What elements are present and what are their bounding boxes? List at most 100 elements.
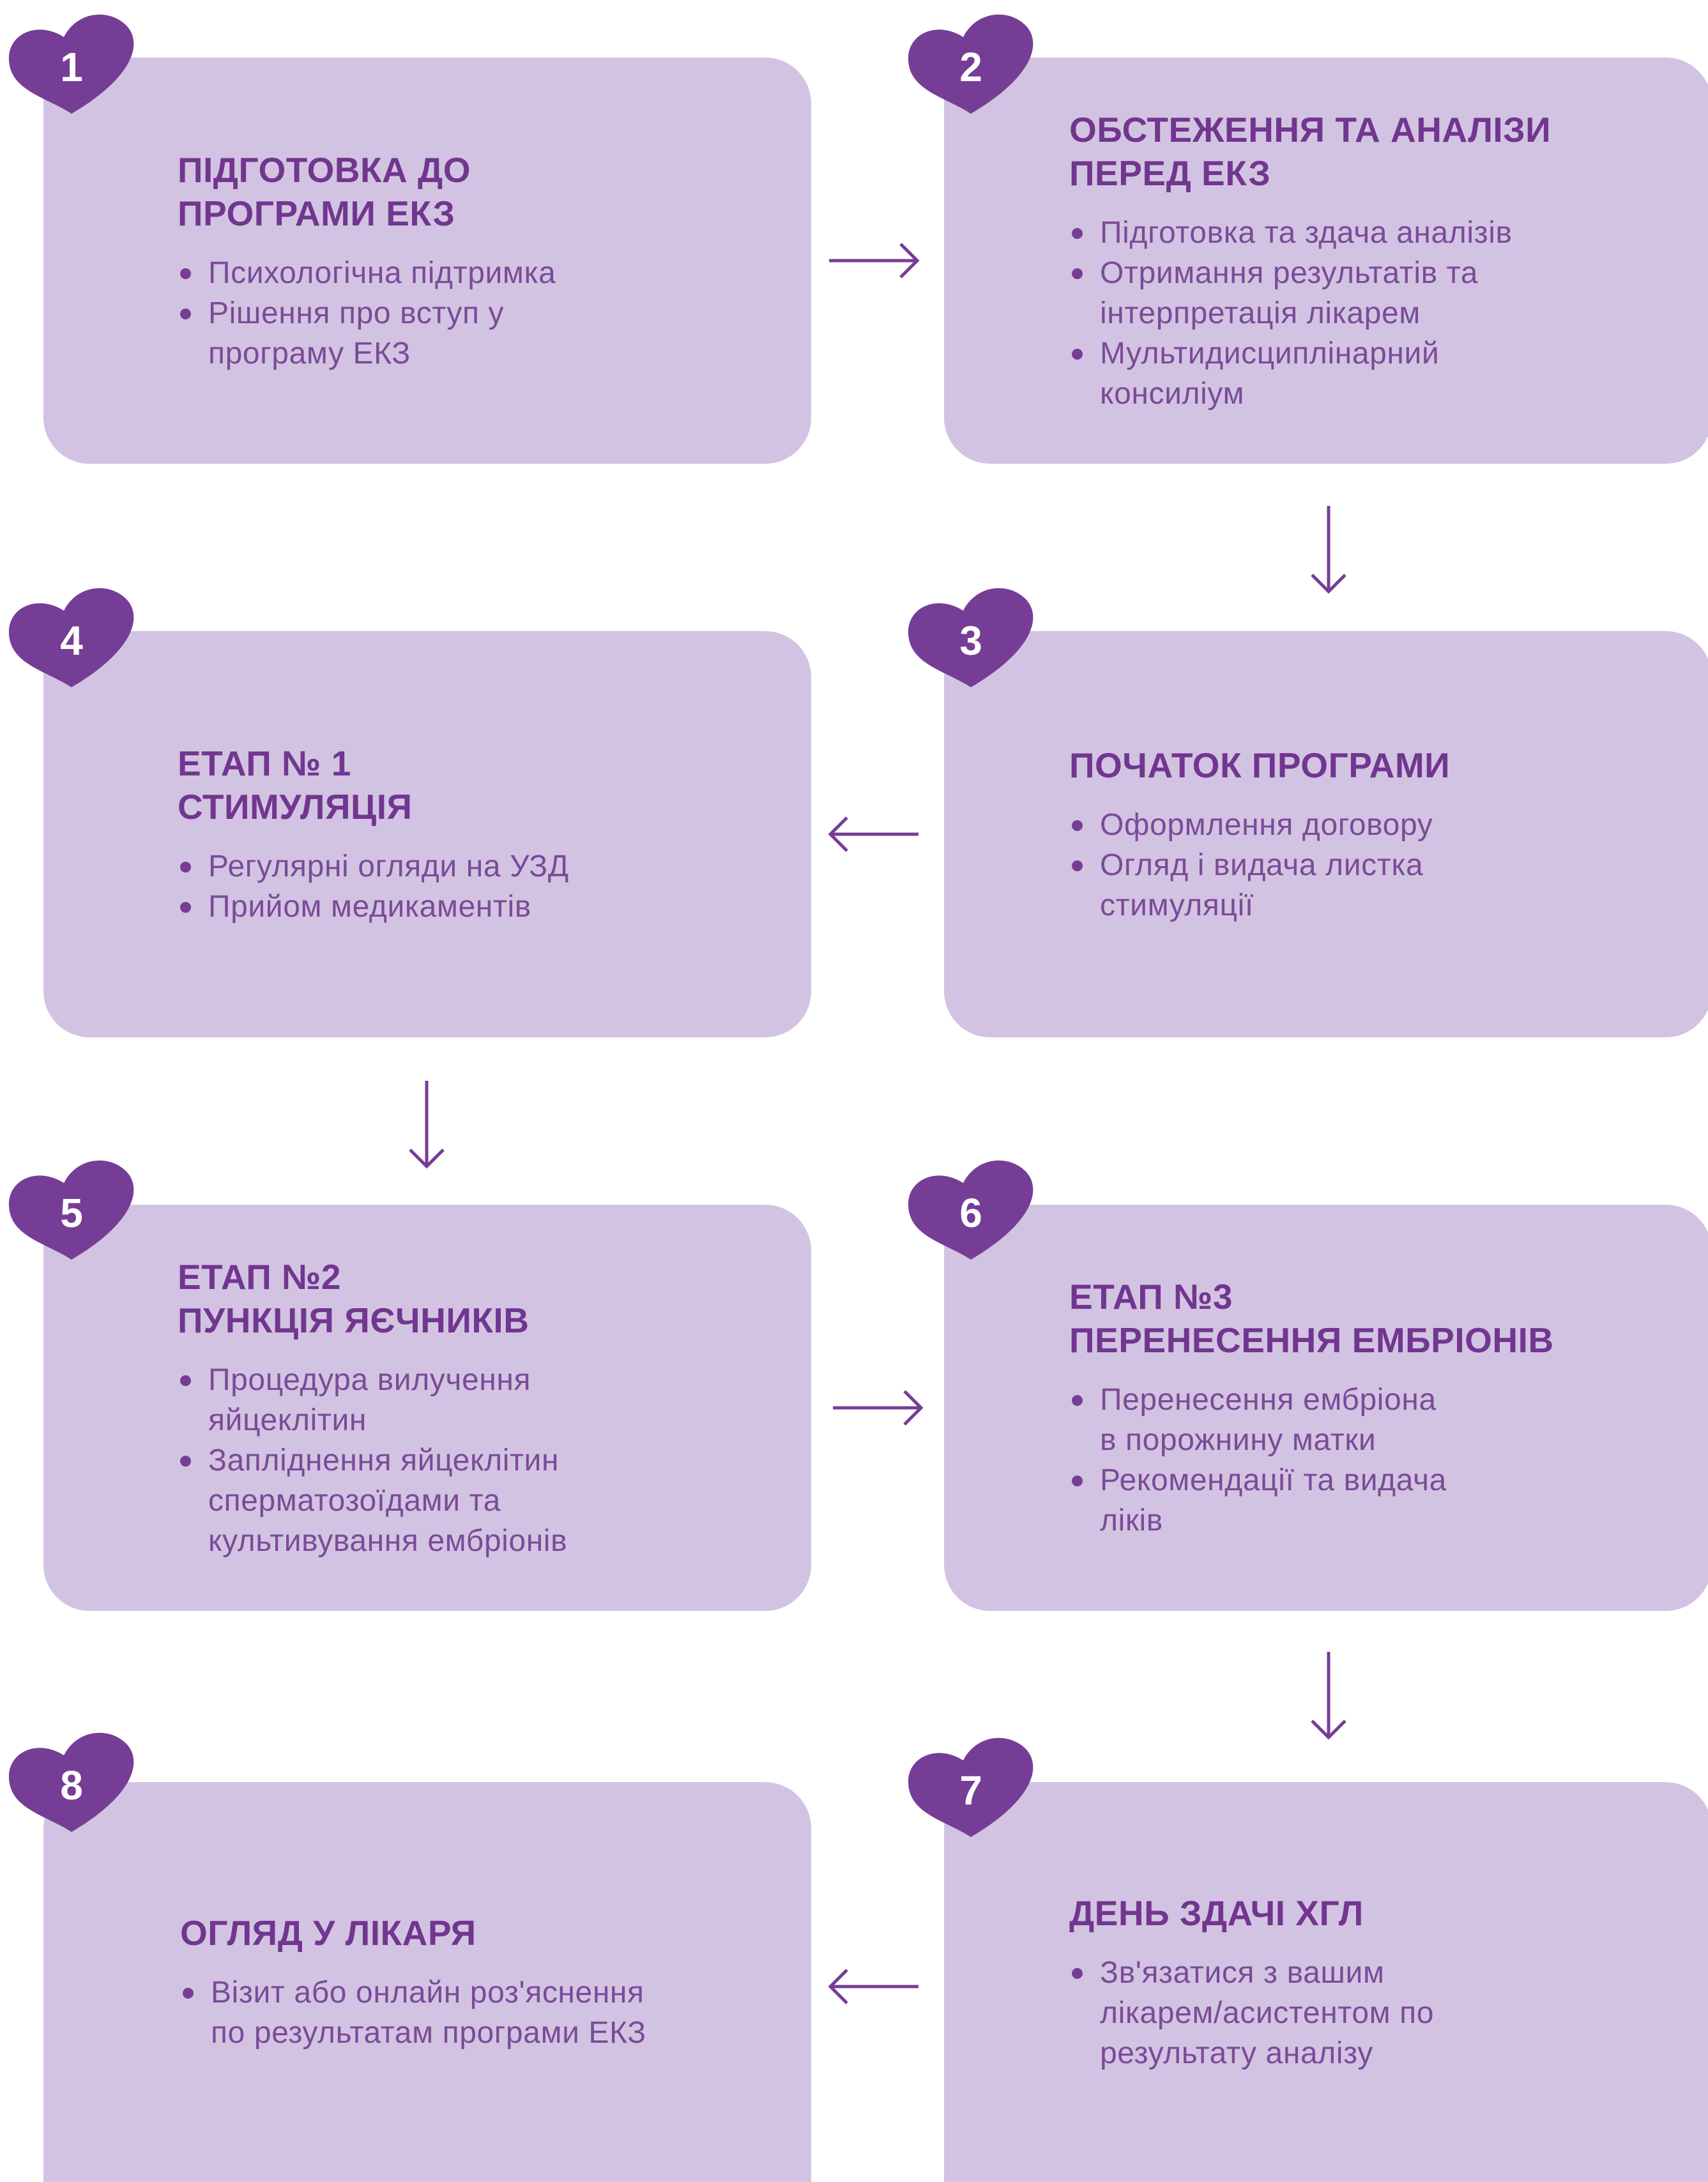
bullet-dot-icon xyxy=(180,902,191,913)
step-item: Підготовка та здача аналізів xyxy=(1069,213,1708,253)
step-items: Зв'язатися з вашим лікарем/асистентом по… xyxy=(1069,1953,1708,2073)
step-item-text: Психологічна підтримка xyxy=(208,256,556,290)
step-title: ЕТАП №3 ПЕРЕНЕСЕННЯ ЕМБРІОНІВ xyxy=(1069,1277,1554,1360)
step-items: Візит або онлайн роз'яснення по результа… xyxy=(180,1972,811,2053)
step-number: 3 xyxy=(959,618,982,664)
heart-icon xyxy=(908,14,1033,114)
bullet-dot-icon xyxy=(1072,268,1083,279)
bullet-dot-icon xyxy=(1072,227,1083,239)
step-item: Отримання результатів та інтерпретація л… xyxy=(1069,253,1708,333)
step-card-6: ЕТАП №3 ПЕРЕНЕСЕННЯ ЕМБРІОНІВ Перенесенн… xyxy=(944,1205,1708,1611)
step-item-text: Регулярні огляди на УЗД xyxy=(208,850,569,883)
step-number: 2 xyxy=(959,44,982,90)
arrow-down-icon xyxy=(1309,505,1348,595)
step-item-text: Рішення про вступ у програму ЕКЗ xyxy=(208,296,505,370)
step-card-4: ЕТАП № 1 СТИМУЛЯЦІЯ Регулярні огляди на … xyxy=(43,631,811,1037)
step-item-text: Огляд і видача листка стимуляції xyxy=(1100,848,1424,922)
step-number: 8 xyxy=(60,1762,83,1808)
step-title: ПОЧАТОК ПРОГРАМИ xyxy=(1069,745,1451,785)
step-item-text: Візит або онлайн роз'яснення по результа… xyxy=(211,1976,646,2050)
step-title: ПІДГОТОВКА ДО ПРОГРАМИ ЕКЗ xyxy=(178,149,471,233)
heart-icon xyxy=(8,14,134,114)
step-item: Рішення про вступ у програму ЕКЗ xyxy=(178,293,811,374)
step-title: ЕТАП №2 ПУНКЦІЯ ЯЄЧНИКІВ xyxy=(178,1256,530,1340)
step-item: Процедура вилучення яйцеклітин xyxy=(178,1360,811,1440)
step-item: Перенесення ембріона в порожнину матки xyxy=(1069,1380,1708,1460)
bullet-dot-icon xyxy=(180,1455,191,1467)
heart-icon xyxy=(8,1732,134,1832)
step-badge-6: 6 xyxy=(907,1154,1035,1262)
arrow-right-icon xyxy=(832,1389,925,1427)
bullet-dot-icon xyxy=(1072,820,1083,831)
arrow-down-icon xyxy=(408,1080,446,1170)
step-item-text: Підготовка та здача аналізів xyxy=(1100,215,1513,250)
bullet-dot-icon xyxy=(183,1988,194,1999)
step-badge-7: 7 xyxy=(907,1731,1035,1840)
step-item: Оформлення договору xyxy=(1069,805,1708,845)
step-item: Огляд і видача листка стимуляції xyxy=(1069,845,1708,926)
step-item: Рекомендації та видача ліків xyxy=(1069,1460,1708,1541)
step-number: 1 xyxy=(60,44,83,90)
step-item-text: Оформлення договору xyxy=(1100,807,1433,842)
arrow-left-icon xyxy=(827,1967,920,2006)
step-title: ОГЛЯД У ЛІКАРЯ xyxy=(180,1913,477,1953)
step-item-text: Перенесення ембріона в порожнину матки xyxy=(1100,1383,1437,1457)
bullet-dot-icon xyxy=(180,862,191,873)
step-card-2: ОБСТЕЖЕННЯ ТА АНАЛІЗИ ПЕРЕД ЕКЗ Підготов… xyxy=(944,57,1708,464)
step-badge-2: 2 xyxy=(907,8,1035,116)
step-item: Мультидисциплінарний консиліум xyxy=(1069,333,1708,414)
step-title: ДЕНЬ ЗДАЧІ ХГЛ xyxy=(1069,1893,1364,1933)
step-item: Зв'язатися з вашим лікарем/асистентом по… xyxy=(1069,1953,1708,2073)
arrow-left-icon xyxy=(827,815,920,853)
step-item-text: Процедура вилучення яйцеклітин xyxy=(208,1362,531,1437)
step-item: Психологічна підтримка xyxy=(178,253,811,293)
bullet-dot-icon xyxy=(1072,1476,1083,1486)
step-title: ЕТАП № 1 СТИМУЛЯЦІЯ xyxy=(178,744,413,827)
step-item: Запліднення яйцеклітин сперматозоїдами т… xyxy=(178,1440,811,1561)
step-card-1: ПІДГОТОВКА ДО ПРОГРАМИ ЕКЗ Психологічна … xyxy=(43,57,811,464)
heart-icon xyxy=(908,1160,1033,1260)
step-badge-5: 5 xyxy=(8,1154,135,1262)
bullet-dot-icon xyxy=(1072,1967,1083,1979)
heart-icon xyxy=(908,588,1033,687)
bullet-dot-icon xyxy=(180,268,191,279)
bullet-dot-icon xyxy=(180,308,191,319)
step-item: Візит або онлайн роз'яснення по результа… xyxy=(180,1972,811,2053)
heart-icon xyxy=(8,588,134,687)
bullet-dot-icon xyxy=(180,1375,191,1386)
arrow-down-icon xyxy=(1309,1651,1348,1741)
step-item-text: Зв'язатися з вашим лікарем/асистентом по… xyxy=(1100,1955,1435,2070)
step-card-8: ОГЛЯД У ЛІКАРЯ Візит або онлайн роз'ясне… xyxy=(43,1782,811,2182)
step-item-text: Запліднення яйцеклітин сперматозоїдами т… xyxy=(208,1443,568,1558)
step-item-text: Рекомендації та видача ліків xyxy=(1100,1463,1447,1537)
heart-icon xyxy=(908,1737,1033,1837)
bullet-dot-icon xyxy=(1072,860,1083,871)
step-card-5: ЕТАП №2 ПУНКЦІЯ ЯЄЧНИКІВ Процедура вилуч… xyxy=(43,1205,811,1611)
step-title: ОБСТЕЖЕННЯ ТА АНАЛІЗИ ПЕРЕД ЕКЗ xyxy=(1069,109,1552,193)
step-item-text: Мультидисциплінарний консиліум xyxy=(1100,336,1440,411)
step-item: Регулярні огляди на УЗД xyxy=(178,846,811,887)
bullet-dot-icon xyxy=(1072,1395,1083,1406)
step-badge-3: 3 xyxy=(907,581,1035,690)
arrow-right-icon xyxy=(828,241,921,280)
step-item-text: Прийом медикаментів xyxy=(208,890,531,924)
step-item: Прийом медикаментів xyxy=(178,887,811,927)
heart-icon xyxy=(8,1160,134,1260)
step-badge-8: 8 xyxy=(8,1726,135,1835)
step-number: 5 xyxy=(60,1190,83,1236)
step-badge-4: 4 xyxy=(8,581,135,690)
step-badge-1: 1 xyxy=(8,8,135,116)
step-number: 4 xyxy=(60,618,83,664)
step-card-7: ДЕНЬ ЗДАЧІ ХГЛ Зв'язатися з вашим лікаре… xyxy=(944,1782,1708,2182)
bullet-dot-icon xyxy=(1072,348,1083,360)
step-number: 7 xyxy=(959,1767,982,1813)
step-number: 6 xyxy=(959,1190,982,1236)
step-items: Регулярні огляди на УЗД Прийом медикамент… xyxy=(178,846,811,927)
step-item-text: Отримання результатів та інтерпретація л… xyxy=(1100,256,1478,330)
